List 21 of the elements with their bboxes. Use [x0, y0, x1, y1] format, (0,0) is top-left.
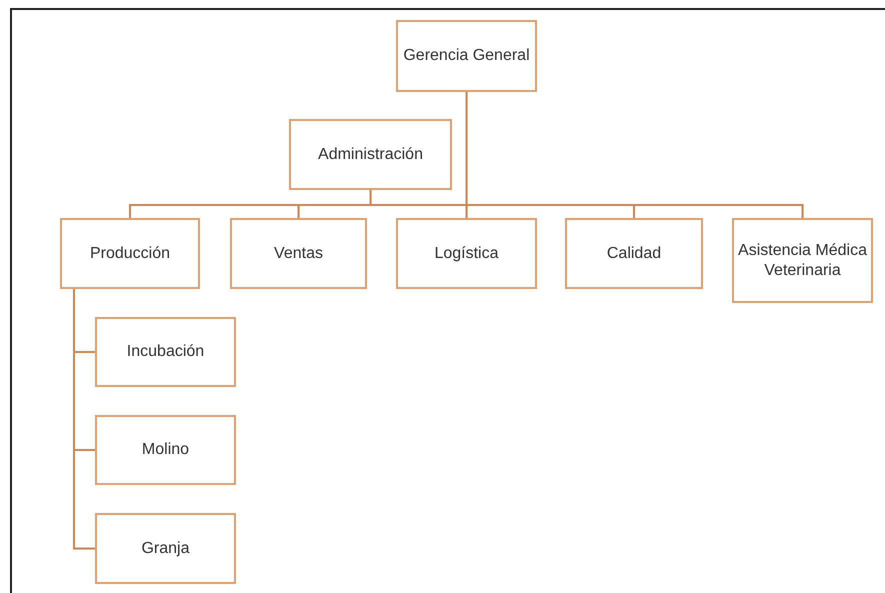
- unit-name: Incubación: [126, 342, 204, 362]
- org-box: [289, 119, 452, 190]
- unit-name: Ventas: [274, 244, 323, 264]
- org-box: [230, 218, 367, 289]
- org-box: [565, 218, 703, 289]
- unit-name: Asistencia Médica Veterinaria: [737, 240, 868, 280]
- unit-name: Logística: [434, 244, 499, 264]
- unit-name: Granja: [141, 538, 190, 558]
- org-box: [95, 415, 236, 485]
- org-box: [396, 218, 537, 289]
- org-box: [396, 20, 537, 92]
- org-box: [95, 513, 236, 584]
- org-box: [95, 317, 236, 387]
- unit-name: Producción: [90, 244, 170, 264]
- connector-line: [73, 289, 95, 550]
- unit-name: Gerencia General: [403, 46, 530, 66]
- unit-name: Calidad: [606, 244, 662, 264]
- unit-name: Molino: [142, 440, 190, 460]
- org-box: [732, 218, 873, 303]
- unit-name: Administración: [318, 144, 423, 164]
- org-box: [60, 218, 200, 289]
